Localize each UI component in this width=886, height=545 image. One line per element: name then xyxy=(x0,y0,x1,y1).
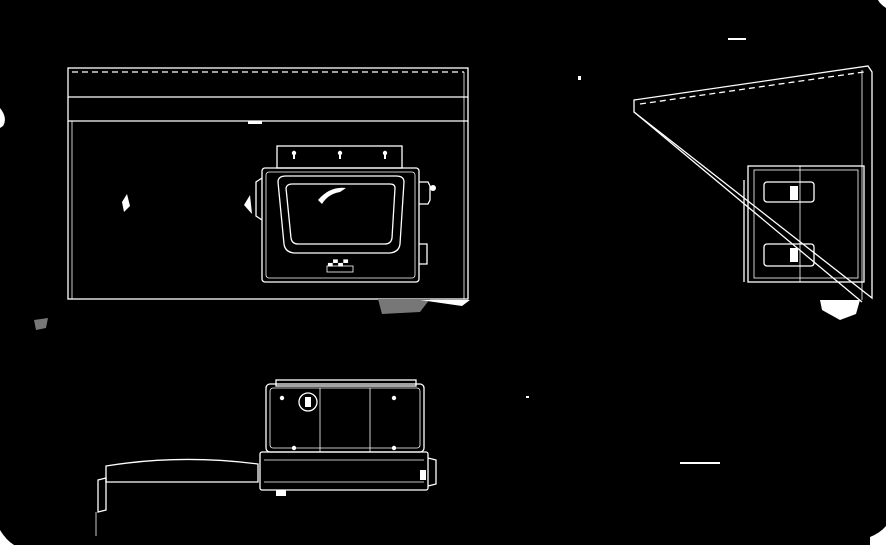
brand-mark: ▄▀▄▀ xyxy=(327,259,348,267)
stray-line-2 xyxy=(680,462,720,464)
latch-shadow xyxy=(244,195,252,214)
sunshield-profile xyxy=(633,65,873,300)
hood-tab xyxy=(248,121,262,124)
sunshield-hidden-edge xyxy=(639,71,865,105)
housing-outline xyxy=(67,67,469,300)
sunshield-lip xyxy=(97,477,107,513)
base-shadow xyxy=(420,300,470,306)
gland-nut xyxy=(430,185,436,191)
side-camera-inner xyxy=(753,169,859,279)
foot-left xyxy=(276,490,286,496)
top-rail xyxy=(275,379,417,387)
shadow-patch xyxy=(378,299,430,314)
bottom-camera-body xyxy=(265,383,425,453)
base-end-cap xyxy=(427,457,437,487)
sunshield-bottom-profile xyxy=(105,458,259,483)
window-reflection xyxy=(318,187,346,204)
window-frame xyxy=(277,175,405,254)
stray-mark xyxy=(34,318,48,330)
bottom-camera-inner xyxy=(269,387,421,449)
side-camera-body xyxy=(747,165,865,283)
stray-dot-2 xyxy=(526,396,529,398)
camera-body xyxy=(261,167,420,283)
cable-gland-right xyxy=(419,181,431,205)
stray-dot xyxy=(578,76,581,80)
screw-holes xyxy=(279,395,397,451)
side-base-blob xyxy=(820,300,860,320)
front-view: ▄▀▄▀ xyxy=(34,67,581,330)
camera-window xyxy=(285,183,396,245)
bracket-upper xyxy=(763,181,815,203)
cable-port xyxy=(298,392,318,412)
reflection-mark xyxy=(122,194,130,212)
camera-body-inner xyxy=(265,171,416,279)
connector-right xyxy=(419,243,428,265)
latch-left xyxy=(255,177,263,221)
cable-port-core xyxy=(305,397,311,407)
stray-line xyxy=(728,38,746,40)
bracket-upper-clip xyxy=(790,186,798,200)
bottom-mount-base xyxy=(259,451,429,491)
side-view xyxy=(633,38,873,320)
keyhole-icons xyxy=(291,150,388,159)
bracket-lower xyxy=(763,243,815,267)
brand-plate xyxy=(326,265,354,273)
bottom-view xyxy=(95,379,720,536)
foot-right xyxy=(420,470,426,480)
bracket-lower-clip xyxy=(790,248,798,262)
